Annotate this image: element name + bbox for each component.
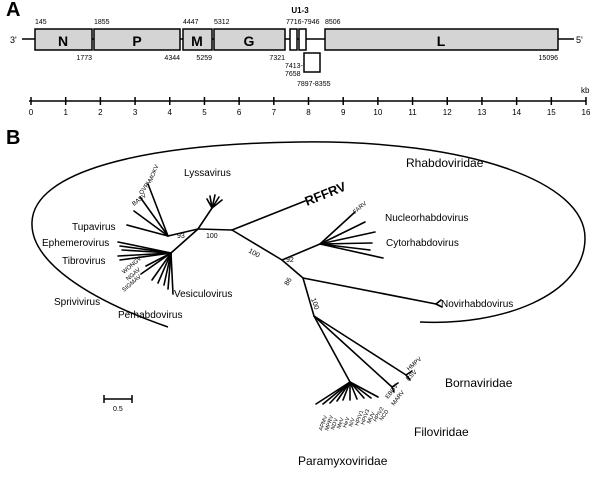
u13-label: U1-3 (291, 6, 309, 15)
gene-p-start: 1855 (94, 19, 110, 26)
taxon-hev: HeV (342, 416, 351, 428)
kb-tick-label-16: 16 (582, 108, 591, 117)
panel-b-letter: B (6, 127, 20, 149)
gene-p-box (93, 28, 181, 51)
kb-tick-label-15: 15 (547, 108, 556, 117)
paramyxoviridae-label: Paramyxoviridae (298, 454, 388, 468)
u2-orf-box (298, 28, 307, 51)
kb-tick-label-13: 13 (477, 108, 486, 117)
taxon-mev: MeV (336, 417, 346, 430)
gene-l-start: 8506 (325, 19, 341, 26)
u13-range-low-line2: 7658 (285, 71, 301, 78)
taxon-mokv: MOKV (148, 164, 160, 183)
kb-tick-label-2: 2 (98, 108, 103, 117)
nucleorhabdovirus-label: Nucleorhabdovirus (385, 213, 468, 224)
kb-tick-label-5: 5 (202, 108, 207, 117)
tree-scale-value: 0.5 (113, 406, 123, 413)
gene-g-label: G (244, 33, 255, 49)
lyssavirus-label: Lyssavirus (184, 168, 231, 179)
rffrv-label: RFFRV (303, 179, 349, 209)
rhabdoviridae-label: Rhabdoviridae (406, 156, 484, 170)
gene-m-label: M (191, 33, 203, 49)
tibrovirus-label: Tibrovirus (62, 256, 106, 267)
kb-tick-label-12: 12 (443, 108, 452, 117)
kb-tick-label-3: 3 (133, 108, 138, 117)
gene-l-box (324, 28, 559, 51)
phylogenetic-tree (117, 183, 443, 405)
u13-range-main: 7716-7946 (286, 19, 320, 26)
panel-a-letter: A (6, 0, 20, 21)
taxon-mprv: MPRV (324, 414, 335, 431)
gene-m-start: 4447 (183, 19, 199, 26)
kb-tick-label-14: 14 (512, 108, 521, 117)
taxon-hpiv1: HPIV1 (354, 410, 365, 427)
bootstrap-100-mono: 100 (309, 297, 320, 310)
kb-tick-label-4: 4 (168, 108, 173, 117)
bootstrap-100-lyssa: 100 (206, 233, 218, 240)
kb-tick-label-10: 10 (373, 108, 382, 117)
gene-l-label: L (437, 33, 446, 49)
gene-g-box (213, 28, 286, 51)
kb-tick-label-8: 8 (306, 108, 311, 117)
tupavirus-label: Tupavirus (72, 222, 116, 233)
gene-n-end: 1773 (76, 55, 92, 62)
taxon-hmpv: HMPV (406, 356, 423, 372)
bootstrap-100-backbone: 100 (247, 248, 261, 260)
taxon-niv: NiV (348, 417, 357, 428)
gene-n-box (34, 28, 93, 51)
u3-orf-box (303, 52, 321, 73)
gene-m-box (182, 28, 213, 51)
kb-tick-label-1: 1 (63, 108, 68, 117)
sprivivirus-label: Sprivivirus (54, 297, 100, 308)
taxon-apmv: APMV (318, 415, 329, 432)
taxon-hpiv3: HPIV3 (360, 409, 371, 426)
kb-unit-label: kb (581, 86, 590, 95)
bootstrap-93: 93 (177, 233, 185, 240)
u13-range-bottom: 7897-8355 (297, 81, 331, 88)
taxon-muv: MUV (366, 411, 377, 425)
taxon-farv: FARV (352, 201, 368, 216)
vesiculovirus-label: Vesiculovirus (174, 289, 232, 300)
taxon-ncd: NCD (379, 409, 391, 422)
u13-range-low-line1: 7413- (285, 63, 304, 70)
novirhabdovirus-label: Novirhabdovirus (441, 299, 513, 310)
rhabdoviridae-boundary (31, 141, 586, 328)
ephemerovirus-label: Ephemerovirus (42, 238, 109, 249)
taxon-ndv: NDV (330, 417, 340, 430)
genome-5prime-label: 5' (576, 35, 583, 45)
u1-orf-box (289, 28, 298, 51)
genome-3prime-label: 3' (10, 35, 17, 45)
kb-tick-label-11: 11 (408, 108, 417, 117)
cytorhabdovirus-label: Cytorhabdovirus (386, 238, 459, 249)
kb-tick-label-7: 7 (272, 108, 277, 117)
kb-tick-label-6: 6 (237, 108, 242, 117)
gene-p-end: 4344 (164, 55, 180, 62)
gene-n-start: 145 (35, 19, 47, 26)
bornaviridae-label: Bornaviridae (445, 376, 513, 390)
gene-n-label: N (58, 33, 68, 49)
kb-tick-label-9: 9 (341, 108, 346, 117)
perhabdovirus-label: Perhabdovirus (118, 310, 182, 321)
gene-g-start: 5312 (214, 19, 230, 26)
gene-l-end: 15096 (539, 55, 559, 62)
gene-g-end: 7321 (269, 55, 285, 62)
bootstrap-92: 92 (286, 257, 294, 264)
gene-m-end: 5259 (196, 55, 212, 62)
gene-p-label: P (132, 33, 141, 49)
taxon-rsv: RSV (405, 370, 418, 383)
bootstrap-86: 86 (284, 277, 294, 287)
kb-tick-label-0: 0 (29, 108, 34, 117)
filoviridae-label: Filoviridae (414, 425, 469, 439)
